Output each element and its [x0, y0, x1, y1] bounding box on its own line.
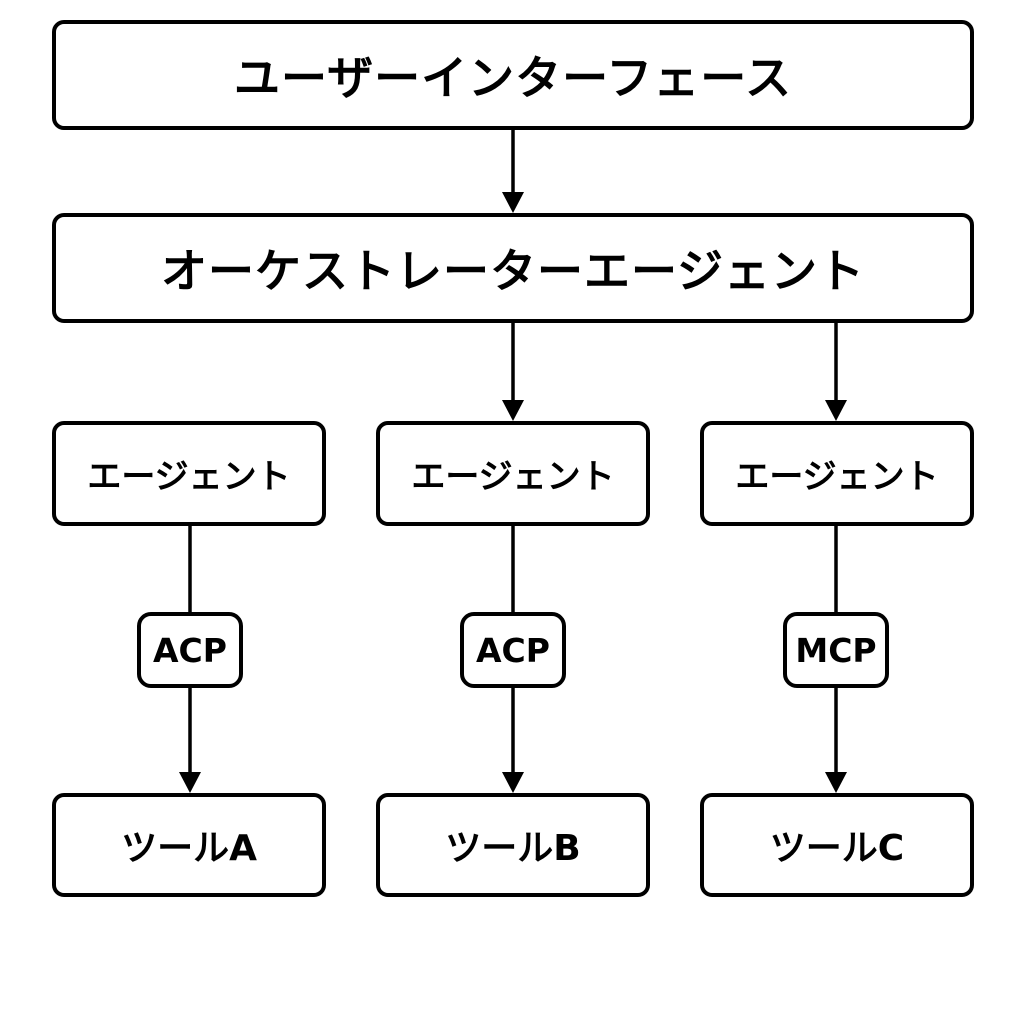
arrowhead-orchestrator-to-agent-2	[502, 400, 524, 421]
agent-box-3: エージェント	[700, 421, 974, 526]
orchestrator-agent-label: オーケストレーターエージェント	[160, 244, 866, 298]
agent-label-1: エージェント	[87, 457, 291, 497]
protocol-badge-2: ACP	[460, 612, 566, 688]
protocol-label-2: ACP	[476, 630, 550, 670]
tool-box-b: ツールB	[376, 793, 650, 897]
arrowhead-badge-2-to-tool-2	[502, 772, 524, 793]
tool-box-a: ツールA	[52, 793, 326, 897]
arrowhead-orchestrator-to-agent-3	[825, 400, 847, 421]
arrowhead-badge-1-to-tool-1	[179, 772, 201, 793]
tool-label-b: ツールB	[445, 828, 581, 869]
protocol-badge-3: MCP	[783, 612, 889, 688]
agent-box-2: エージェント	[376, 421, 650, 526]
protocol-label-1: ACP	[153, 630, 227, 670]
tool-box-c: ツールC	[700, 793, 974, 897]
agent-box-1: エージェント	[52, 421, 326, 526]
orchestrator-agent-box: オーケストレーターエージェント	[52, 213, 974, 323]
user-interface-box: ユーザーインターフェース	[52, 20, 974, 130]
protocol-label-3: MCP	[795, 630, 877, 670]
tool-label-a: ツールA	[121, 828, 257, 869]
tool-label-c: ツールC	[769, 828, 905, 869]
protocol-badge-1: ACP	[137, 612, 243, 688]
agent-label-2: エージェント	[411, 457, 615, 497]
arrowhead-ui-to-orchestrator	[502, 192, 524, 213]
user-interface-label: ユーザーインターフェース	[233, 51, 793, 105]
agent-label-3: エージェント	[735, 457, 939, 497]
arrowhead-badge-3-to-tool-3	[825, 772, 847, 793]
